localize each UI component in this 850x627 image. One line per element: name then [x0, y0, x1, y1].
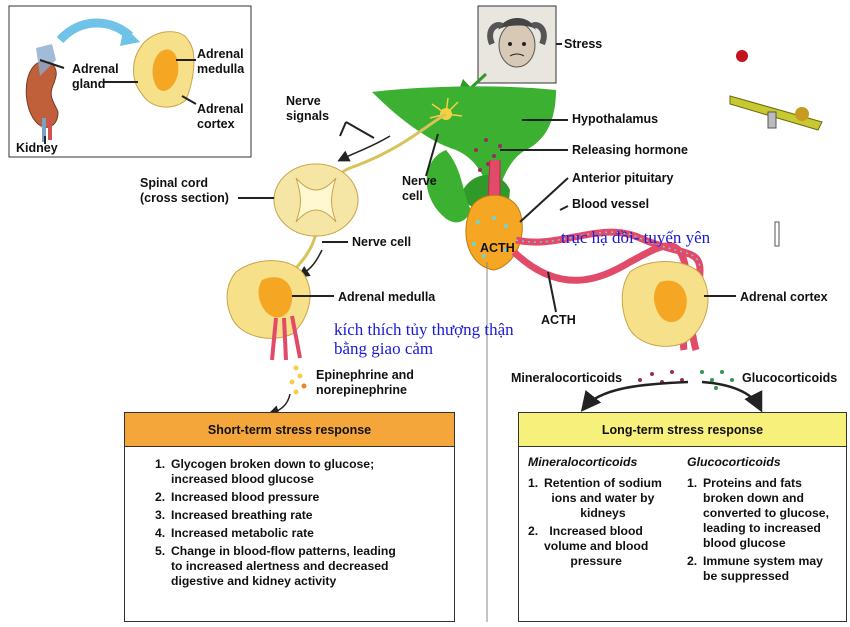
glucocorticoids-list: 1. Proteins and fats broken down and conv… [687, 476, 845, 584]
label-hpa-axis: trục hạ đồi- tuyến yên [561, 228, 711, 247]
adrenal-medulla-icon [226, 260, 311, 361]
stressed-person-icon [487, 18, 547, 68]
glucocorticoid-effect-item: 1. Proteins and fats broken down and conv… [687, 476, 845, 551]
label-mineralocorticoids: Mineralocorticoids [511, 371, 623, 385]
seesaw-icon [729, 95, 823, 131]
list-text: Increased metabolic rate [171, 526, 314, 540]
list-number: 2. [687, 554, 698, 568]
label-spinal-cord: Spinal cord (cross section) [140, 176, 229, 205]
short-term-title: Short-term stress response [125, 413, 454, 447]
mineralocorticoids-column: Mineralocorticoids 1. Retention of sodium… [528, 455, 678, 572]
label-hypothalamus: Hypothalamus [572, 112, 659, 126]
label-releasing-hormone: Releasing hormone [572, 143, 688, 157]
list-number: 1. [528, 476, 539, 490]
label-acth-vessel: ACTH [541, 313, 576, 327]
mineralocorticoids-heading: Mineralocorticoids [528, 455, 638, 469]
label-sympathetic: kích thích tủy thượng thận bằng giao cảm [334, 320, 514, 358]
label-anterior-pituitary: Anterior pituitary [572, 171, 674, 185]
adrenal-cortex-icon [621, 261, 709, 347]
list-text: Change in blood-flow patterns, leading t… [171, 544, 396, 588]
label-epinephrine: Epinephrine and norepinephrine [316, 368, 414, 397]
long-term-box: Long-term stress response Mineralocortic… [518, 412, 847, 622]
label-nerve-cell-top: Nerve cell [402, 174, 437, 203]
hypothalamus-shape [372, 86, 556, 190]
list-number: 1. [687, 476, 698, 490]
label-nerve-cell: Nerve cell [352, 235, 412, 249]
list-number: 2. [528, 524, 539, 538]
short-term-item: 5. Change in blood-flow patterns, leading… [155, 544, 455, 589]
short-term-item: 1. Glycogen broken down to glucose; incre… [155, 457, 455, 487]
red-ball-icon [736, 50, 748, 62]
mineralocorticoids-list: 1. Retention of sodium ions and water by … [528, 476, 678, 569]
label-acth-gland: ACTH [480, 241, 515, 255]
anterior-pituitary-shape [465, 194, 523, 271]
list-text: Immune system may be suppressed [703, 554, 823, 583]
short-term-box: Short-term stress response 1. Glycogen br… [124, 412, 455, 622]
list-number: 3. [155, 508, 166, 522]
list-text: Increased blood pressure [171, 490, 320, 504]
adrenal-gland-icon [36, 44, 56, 76]
list-text: Glycogen broken down to glucose; increas… [171, 457, 375, 486]
label-glucocorticoids: Glucocorticoids [742, 371, 838, 385]
releasing-hormone-dots [474, 138, 502, 172]
mineralocorticoid-effect-item: 2. Increased blood volume and blood press… [528, 524, 678, 569]
glucocorticoid-dots [700, 370, 734, 390]
label-adrenal-medulla: Adrenal medulla [338, 290, 436, 304]
glucocorticoids-heading: Glucocorticoids [687, 455, 781, 469]
list-number: 5. [155, 544, 166, 558]
list-text: Retention of sodium ions and water by ki… [544, 476, 662, 520]
cursor-mark [774, 221, 780, 247]
kidney-icon [25, 61, 59, 142]
list-number: 4. [155, 526, 166, 540]
label-nerve-signals: Nerve signals [286, 94, 330, 123]
label-blood-vessel: Blood vessel [572, 197, 650, 211]
list-number: 2. [155, 490, 166, 504]
list-text: Increased breathing rate [171, 508, 313, 522]
label-inset-cortex: Adrenal cortex [197, 102, 244, 131]
short-term-item: 4. Increased metabolic rate [155, 526, 455, 541]
epinephrine-dots [289, 365, 307, 395]
label-adrenal-cortex: Adrenal cortex [740, 290, 828, 304]
long-term-title: Long-term stress response [519, 413, 846, 447]
mineralocorticoid-dots [638, 370, 684, 384]
glucocorticoids-column: Glucocorticoids 1. Proteins and fats brok… [687, 455, 845, 587]
list-text: Increased blood volume and blood pressur… [544, 524, 649, 568]
short-term-list: 1. Glycogen broken down to glucose; incre… [155, 457, 455, 592]
mineralocorticoid-effect-item: 1. Retention of sodium ions and water by … [528, 476, 678, 521]
label-adrenal-gland: Adrenal gland [72, 62, 119, 91]
short-term-item: 2. Increased blood pressure [155, 490, 455, 505]
label-stress: Stress [564, 37, 603, 51]
spinal-cord-icon [273, 163, 359, 237]
glucocorticoid-effect-item: 2. Immune system may be suppressed [687, 554, 845, 584]
label-kidney: Kidney [16, 141, 58, 155]
list-text: Proteins and fats broken down and conver… [703, 476, 829, 550]
list-number: 1. [155, 457, 166, 471]
short-term-item: 3. Increased breathing rate [155, 508, 455, 523]
label-inset-medulla: Adrenal medulla [197, 47, 245, 76]
